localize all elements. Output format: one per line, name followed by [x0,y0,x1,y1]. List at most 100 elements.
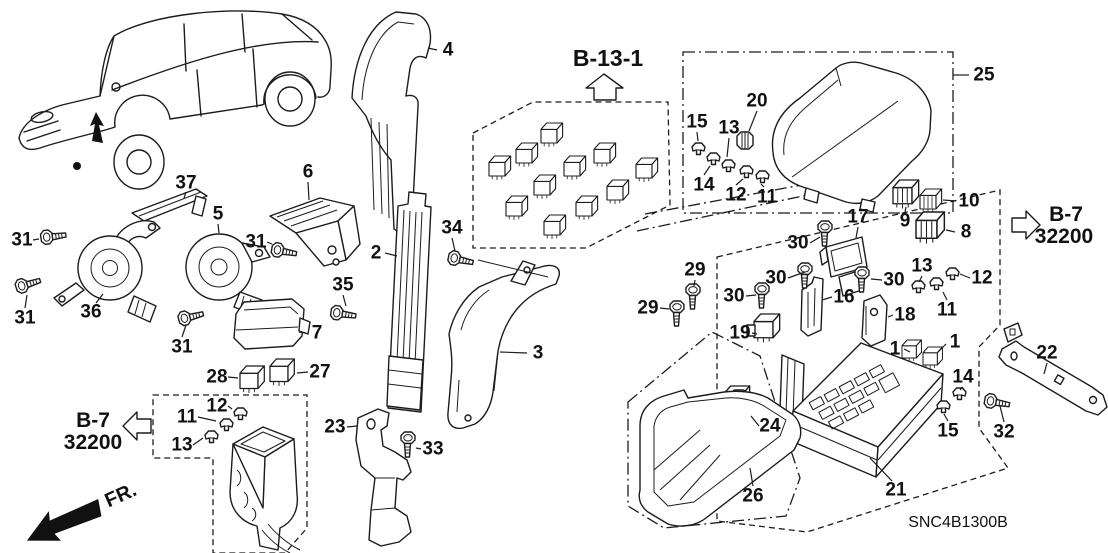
leader-line [32,238,40,241]
part-29-bolt [685,283,701,310]
part-number-label: 26 [742,486,763,507]
part-3-bracket [447,260,560,430]
fr-arrow-icon [26,499,102,541]
part-number-label: 17 [847,207,868,228]
part-13-clip [911,280,926,294]
part-number-label: 13 [171,435,192,456]
nav-b7-right-line1: B-7 [1049,203,1083,226]
leader-line [887,314,894,318]
part-number-label: 25 [973,65,995,86]
leader-line [959,273,971,279]
part-11-fuse [219,418,234,432]
part-number-label: 3 [533,343,544,364]
leader-line [296,371,309,374]
part-15-clip [691,142,706,156]
part-28-relay [239,365,265,394]
part-number-label: 23 [324,417,345,438]
relay-icon [515,142,539,168]
part-36-horn [53,220,161,323]
leader-line [696,131,699,142]
part-11-clip [929,277,944,291]
relay-icon [540,122,564,148]
leader-line [197,416,217,422]
relay-icon [543,214,567,240]
leader-line [415,447,422,450]
part-number-label: 30 [765,268,786,289]
engine-bay-locator-arrow-icon [90,112,104,143]
part-number-label: 24 [759,416,781,437]
part-number-label: 9 [900,211,911,232]
leader-line [937,343,947,353]
leader-line [181,324,187,338]
fr-indicator: FR. [26,479,140,541]
part-17-module [819,236,868,297]
part-32-bolt [982,392,1012,412]
part-12-fuse [233,407,248,421]
part-number-label: 21 [885,480,907,501]
relay-icon [606,179,630,205]
leader-line [735,178,744,186]
nav-b7-right-line2: 32200 [1035,225,1093,248]
leader-line [918,275,923,283]
relay-icon [575,195,599,221]
part-2-control-unit [386,191,432,413]
part-number-label: 20 [746,91,767,112]
leader-line [750,415,760,427]
bolt-fasteners [13,220,1012,458]
part-8-relay [916,212,944,244]
leader-line [745,294,757,297]
part-6-bracket [269,197,361,267]
part-number-label: 36 [80,302,101,323]
part-10-relay [920,189,942,213]
leader-line [821,296,833,301]
group-divider-lines [636,183,818,232]
boundary-boxes [152,51,1010,553]
part-number-label: 12 [206,396,227,417]
part-12-clip [945,267,960,281]
fr-label: FR. [102,479,140,512]
nav-b7-left-line2: 32200 [64,431,122,454]
leader-line [870,278,883,281]
leader-line [903,348,911,353]
leader-line [24,294,28,309]
part-11-clip [755,170,770,184]
part-23-bracket [355,408,412,547]
part-30-bolt [817,220,833,247]
leader-line [748,110,758,132]
leader-lines [24,47,1048,487]
leader-line [999,405,1005,423]
leader-line [693,279,696,287]
leader-line [298,331,307,334]
part-number-label: 11 [757,187,778,208]
leader-line [855,226,859,239]
part-number-label: 6 [303,162,314,183]
part-33-bolt [400,431,416,458]
part-25-cover [771,61,932,213]
leader-line [959,386,964,391]
part-number-label: 5 [213,204,224,225]
part-number-label: 32 [993,422,1014,443]
arrow-right-icon [1011,210,1041,240]
relay-icon [488,155,512,181]
nav-b13-label: B-13-1 [573,45,644,71]
leader-line [1043,362,1048,375]
part-18-bracket [861,294,888,347]
relay-icon [635,157,659,183]
leader-line [217,223,220,234]
part-31-bolt [13,272,43,296]
part-number-label: 34 [441,218,463,239]
nav-b7-right: B-7 32200 [1011,203,1093,248]
part-number-label: 35 [332,275,354,296]
part-15-clip [936,400,951,414]
nav-b7-left: B-7 32200 [64,409,152,454]
part-number-label: 4 [443,40,454,61]
part-12-clip [739,165,754,179]
arrow-up-icon [585,73,624,101]
leader-line [726,137,730,158]
leader-line [809,236,821,244]
leader-line [760,183,765,188]
part-13-clip [721,159,736,173]
part-number-label: 33 [422,439,443,460]
